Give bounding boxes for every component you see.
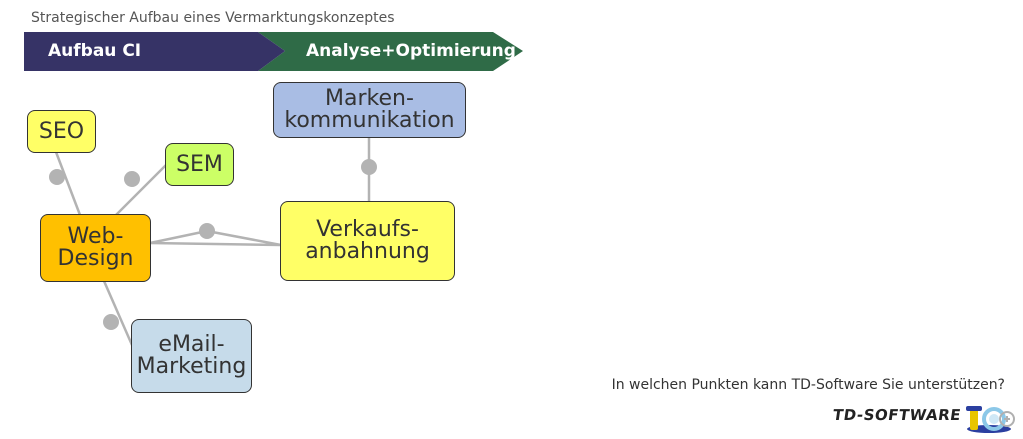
node-webdesign-line2: Design <box>57 246 134 271</box>
node-seo-label: SEO <box>38 118 85 144</box>
connector-dot <box>199 223 215 239</box>
td-software-logo-icon <box>966 406 1015 433</box>
phase-arrow-aufbau <box>24 32 285 71</box>
connector-sem <box>115 164 167 216</box>
node-email: eMail- Marketing <box>131 319 252 393</box>
node-marken-line2: kommunikation <box>284 108 455 133</box>
node-verkauf-line1: Verkaufs- <box>316 217 419 242</box>
node-email-line1: eMail- <box>158 332 225 357</box>
connector-email <box>102 280 134 346</box>
phase-arrow-analyse <box>258 32 523 71</box>
node-marken-line1: Marken- <box>325 86 414 111</box>
node-sem: SEM <box>165 143 234 186</box>
phase-label-analyse: Analyse+Optimierung <box>306 41 516 61</box>
connector-dot <box>49 169 65 185</box>
node-webdesign-line1: Web- <box>67 224 124 249</box>
connector-dot <box>361 159 377 175</box>
node-marken: Marken- kommunikation <box>273 82 466 138</box>
node-email-line2: Marketing <box>136 354 247 379</box>
connector-dot <box>103 314 119 330</box>
node-seo: SEO <box>27 110 96 153</box>
phase-label-aufbau: Aufbau CI <box>48 41 142 61</box>
page-title: Strategischer Aufbau eines Vermarktungsk… <box>31 10 395 26</box>
node-verkauf: Verkaufs- anbahnung <box>280 201 455 281</box>
node-verkauf-line2: anbahnung <box>305 239 430 264</box>
node-sem-label: SEM <box>176 151 223 177</box>
connector-dot <box>124 171 140 187</box>
connector-seo <box>54 151 82 216</box>
support-question: In welchen Punkten kann TD-Software Sie … <box>611 377 1005 393</box>
connector-verkauf-end <box>206 229 282 247</box>
td-software-logo-text: TD-SOFTWARE <box>831 406 963 424</box>
connector-verkauf <box>149 241 282 247</box>
node-webdesign: Web- Design <box>40 214 151 282</box>
connector-verkauf-mid <box>149 229 208 245</box>
